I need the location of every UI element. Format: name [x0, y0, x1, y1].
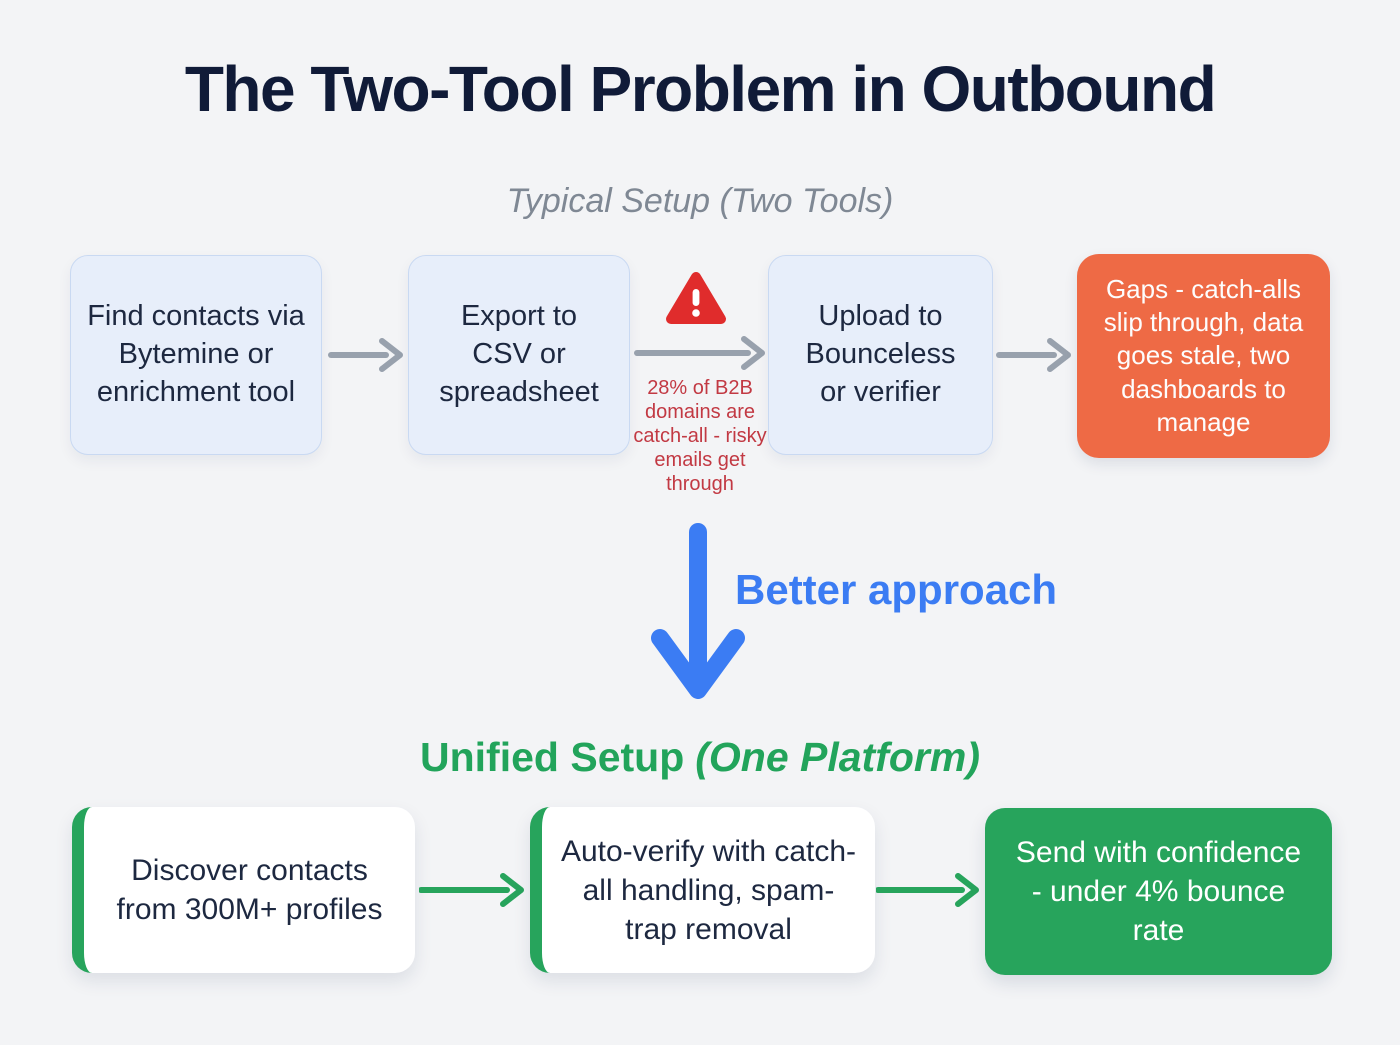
step-auto-verify-label: Auto-verify with catch-all handling, spa… [560, 834, 857, 946]
result-send-confidence-label: Send with confidence - under 4% bounce r… [1015, 836, 1302, 947]
result-gaps-label: Gaps - catch-alls slip through, data goe… [1103, 273, 1304, 437]
result-gaps-box: Gaps - catch-alls slip through, data goe… [1077, 254, 1330, 458]
flow-arrow-green-icon [419, 873, 524, 907]
step-find-contacts-label: Find contacts via Bytemine or enrichment… [87, 300, 305, 408]
unified-setup-heading-main: Unified Setup [420, 734, 685, 780]
flow-arrow-icon [996, 338, 1071, 372]
page-title: The Two-Tool Problem in Outbound [184, 53, 1217, 125]
better-approach-label: Better approach [735, 566, 1058, 613]
step-upload-verifier: Upload to Bounceless or verifier [768, 255, 993, 455]
down-arrow-icon [651, 523, 745, 699]
step-discover-contacts: Discover contacts from 300M+ profiles [72, 807, 415, 973]
flow-arrow-icon [634, 336, 765, 370]
step-export-csv: Export to CSV or spreadsheet [408, 255, 630, 455]
step-upload-verifier-label: Upload to Bounceless or verifier [805, 300, 956, 408]
step-export-csv-label: Export to CSV or spreadsheet [439, 300, 599, 408]
flow-arrow-green-icon [876, 873, 979, 907]
step-discover-contacts-label: Discover contacts from 300M+ profiles [116, 854, 383, 926]
flow-arrow-icon [328, 338, 403, 372]
unified-setup-heading-italic: (One Platform) [695, 734, 980, 780]
warning-caption: 28% of B2B domains are catch-all - risky… [633, 377, 767, 495]
warning-icon [666, 272, 726, 324]
step-auto-verify: Auto-verify with catch-all handling, spa… [530, 807, 875, 973]
unified-setup-heading: Unified Setup(One Platform) [0, 734, 1400, 781]
step-find-contacts: Find contacts via Bytemine or enrichment… [70, 255, 322, 455]
typical-setup-heading: Typical Setup (Two Tools) [506, 182, 894, 220]
result-send-confidence-box: Send with confidence - under 4% bounce r… [985, 808, 1332, 975]
